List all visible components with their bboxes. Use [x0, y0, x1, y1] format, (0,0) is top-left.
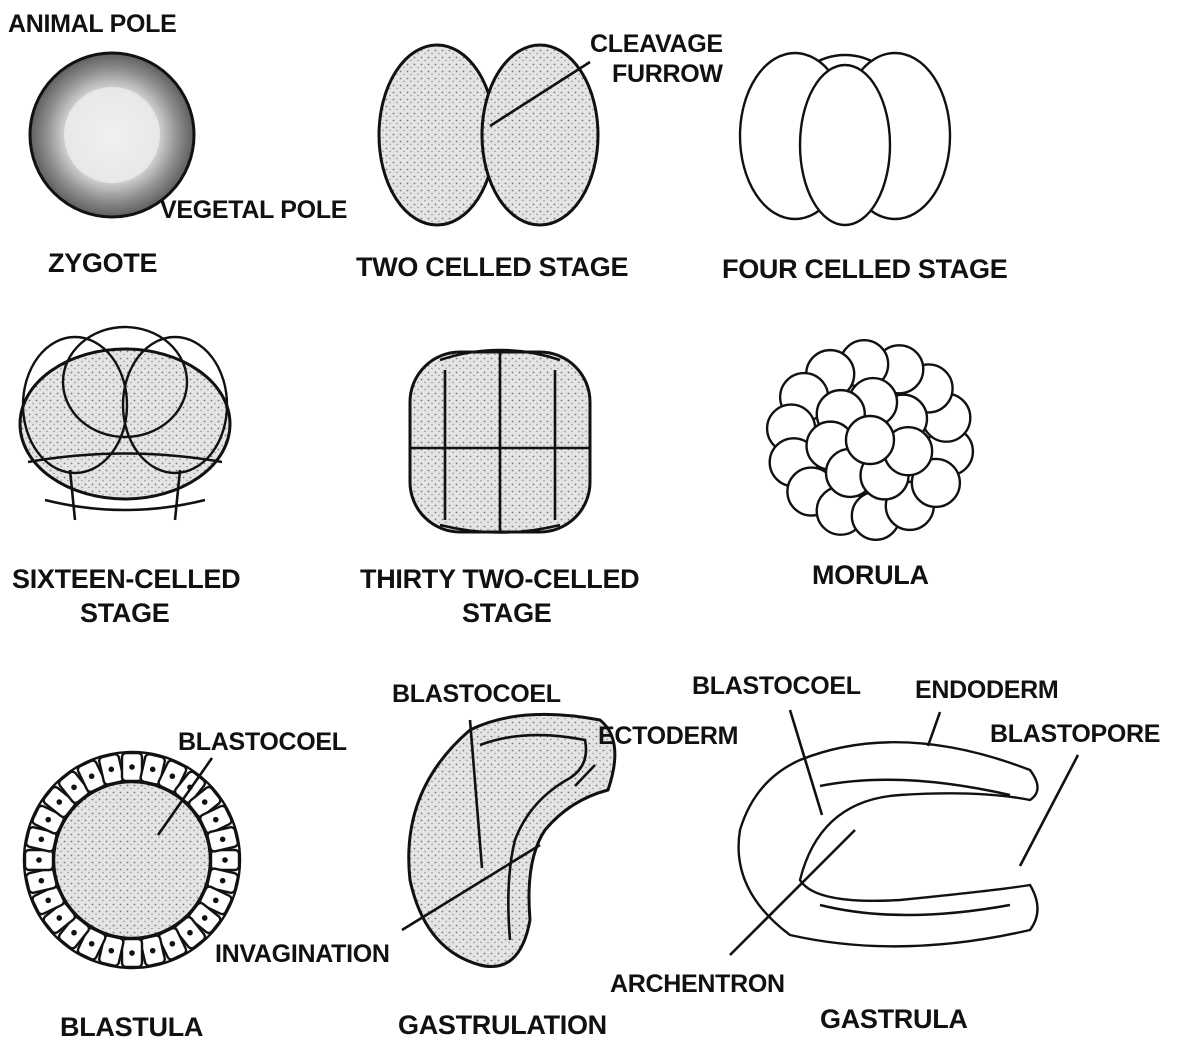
- cell-nucleus: [187, 930, 193, 936]
- archentron-label: ARCHENTRON: [610, 970, 785, 998]
- cell-nucleus: [39, 837, 45, 843]
- cell-nucleus: [129, 764, 135, 770]
- cell-nucleus: [45, 898, 51, 904]
- morula-figure: [767, 340, 973, 540]
- cleavage-label-line1: CLEAVAGE: [590, 30, 723, 58]
- zygote-caption: ZYGOTE: [48, 248, 157, 278]
- cell-nucleus: [213, 898, 219, 904]
- blastula-figure: [24, 752, 240, 968]
- cell-nucleus: [170, 941, 176, 947]
- blastocoel-label-gastrulation: BLASTOCOEL: [392, 680, 561, 708]
- cell-nucleus: [109, 948, 115, 954]
- cleavage-label-line2: FURROW: [612, 60, 723, 88]
- morula-cell: [846, 416, 894, 464]
- cell-nucleus: [56, 799, 62, 805]
- gastrulation-caption: GASTRULATION: [398, 1010, 607, 1040]
- cell-nucleus: [129, 950, 135, 956]
- vegetal-pole-label: VEGETAL POLE: [160, 196, 347, 224]
- thirty-two-celled-caption-line2: STAGE: [462, 598, 552, 628]
- four-celled-caption: FOUR CELLED STAGE: [722, 254, 1007, 284]
- ectoderm-label: ECTODERM: [598, 722, 738, 750]
- cell-nucleus: [71, 784, 77, 790]
- blastula-caption: BLASTULA: [60, 1012, 203, 1041]
- gastrula-caption: GASTRULA: [820, 1004, 968, 1034]
- cell-nucleus: [39, 878, 45, 884]
- cell-nucleus: [220, 878, 226, 884]
- four-celled-figure: [740, 53, 950, 225]
- cell-nucleus: [71, 930, 77, 936]
- zygote-figure: [30, 53, 194, 217]
- gastrulation-figure: [409, 714, 615, 966]
- two-celled-figure: [379, 45, 598, 225]
- cell-nucleus: [109, 767, 115, 773]
- morula-caption: MORULA: [812, 560, 929, 590]
- cell-nucleus: [222, 857, 228, 863]
- sixteen-celled-figure: [20, 327, 230, 520]
- cell-nucleus: [56, 915, 62, 921]
- thirty-two-celled-caption-line1: THIRTY TWO-CELLED: [360, 564, 639, 594]
- cell-nucleus: [220, 837, 226, 843]
- cell-nucleus: [150, 948, 156, 954]
- cell-nucleus: [213, 817, 219, 823]
- invagination-label: INVAGINATION: [215, 940, 390, 968]
- cell-nucleus: [89, 773, 95, 779]
- gastrula-figure: [739, 742, 1038, 946]
- thirty-two-celled-figure: [410, 350, 590, 533]
- cell-nucleus: [45, 817, 51, 823]
- cell-nucleus: [202, 915, 208, 921]
- blastocoel-label-blastula: BLASTOCOEL: [178, 728, 347, 756]
- cell-nucleus: [202, 799, 208, 805]
- animal-pole-label: ANIMAL POLE: [8, 10, 176, 38]
- sixteen-celled-caption-line2: STAGE: [80, 598, 170, 628]
- cell-nucleus: [170, 773, 176, 779]
- blastopore-label: BLASTOPORE: [990, 720, 1160, 748]
- cell-nucleus: [89, 941, 95, 947]
- endoderm-pointer: [928, 712, 940, 746]
- blastocoel-label-gastrula: BLASTOCOEL: [692, 672, 861, 700]
- cell-nucleus: [150, 767, 156, 773]
- cell-nucleus: [36, 857, 42, 863]
- sixteen-celled-caption-line1: SIXTEEN-CELLED: [12, 564, 240, 594]
- endoderm-label: ENDODERM: [915, 676, 1058, 704]
- two-celled-caption: TWO CELLED STAGE: [356, 252, 628, 282]
